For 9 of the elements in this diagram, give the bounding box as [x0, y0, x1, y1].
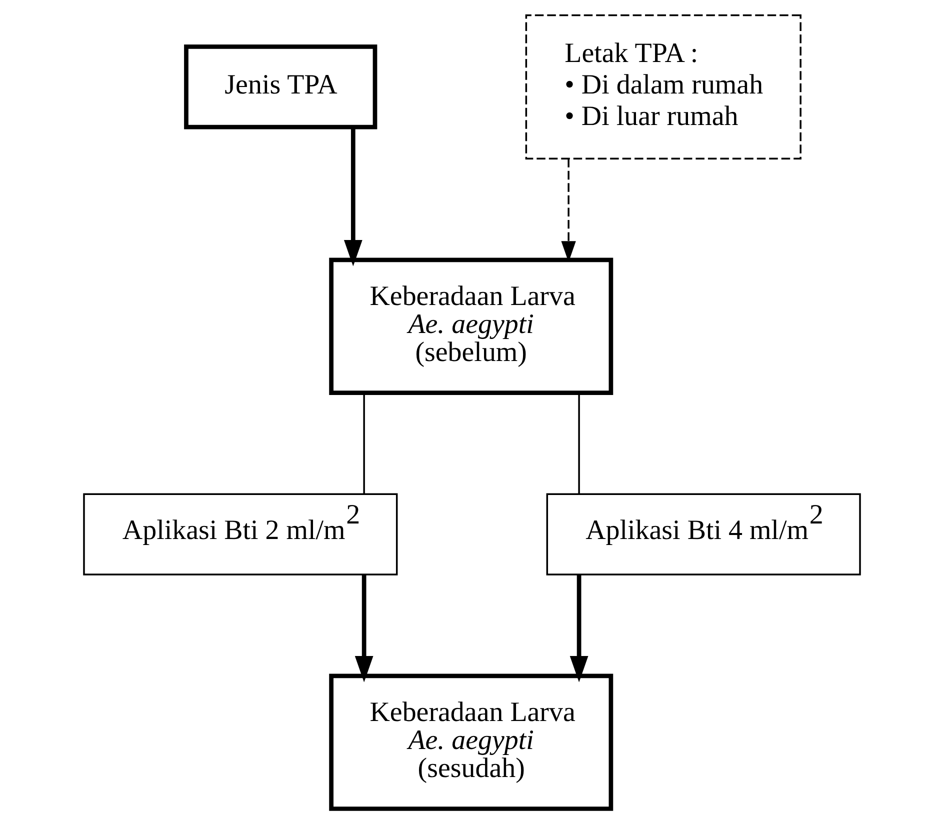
node-box: Keberadaan Larva Ae. aegypti (sebelum)	[329, 258, 614, 395]
arrow	[354, 574, 374, 682]
node-box: Letak TPA : • Di dalam rumah • Di luar rumah	[525, 14, 802, 160]
node-box: Jenis TPA	[184, 44, 378, 130]
node-box: Keberadaan Larva Ae. aegypti (sesudah)	[329, 674, 614, 811]
arrow	[344, 128, 362, 266]
arrow	[570, 574, 588, 682]
connector	[578, 393, 580, 494]
connector	[363, 393, 365, 494]
